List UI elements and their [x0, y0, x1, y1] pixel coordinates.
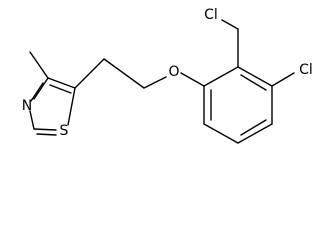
bond-c5-c4-double-a	[47, 77, 76, 89]
atom-nitrogen: N	[22, 98, 32, 114]
bond-c2-s1-double-b	[36, 133, 57, 136]
bond-o-aryl	[180, 72, 205, 87]
bond-c4-c5	[237, 123, 273, 144]
bond-n3-c2	[29, 110, 35, 130]
bond-s1-c5	[67, 87, 76, 126]
atom-oxygen: O	[168, 64, 179, 80]
bond-ch2-cl	[221, 19, 239, 30]
bond-c4-c5-inner	[240, 119, 267, 136]
bond-c4-n3-double-a	[33, 77, 49, 100]
bond-c1-c2	[203, 66, 239, 87]
bond-c5-c6	[203, 123, 239, 144]
bond-c3-cl	[271, 72, 295, 87]
atom-chlorine-methyl: Cl	[204, 7, 218, 23]
bond-c5-c4-double-b	[49, 84, 72, 94]
bond-c2-s1-double-a	[33, 128, 57, 131]
bond-ethyl-o	[143, 76, 167, 89]
atom-sulfur: S	[60, 123, 69, 139]
atom-chlorine-ring: Cl	[299, 62, 313, 78]
bond-ethyl-1	[74, 58, 105, 89]
chemical-structure-diagram: Cl Cl O N S	[22, 7, 313, 144]
bond-c2-c3-inner	[240, 74, 267, 91]
bond-c4-n3-double-b	[30, 82, 44, 102]
bond-c2-c3	[237, 66, 273, 87]
bond-ethyl-2	[103, 58, 145, 89]
bond-methyl	[29, 51, 49, 79]
